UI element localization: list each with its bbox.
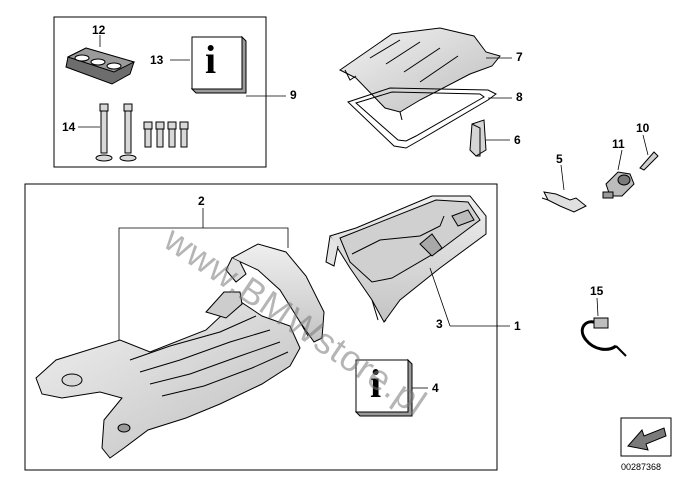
info-glyph-13: i bbox=[205, 37, 217, 82]
callout-6: 6 bbox=[514, 133, 521, 147]
callout-9: 9 bbox=[290, 88, 297, 102]
seat-cover-part bbox=[339, 27, 501, 121]
callout-5: 5 bbox=[556, 152, 563, 166]
kit-group-box bbox=[53, 16, 267, 168]
callout-11: 11 bbox=[612, 137, 625, 151]
callout-8: 8 bbox=[516, 90, 523, 104]
callout-4: 4 bbox=[432, 381, 439, 395]
callout-15: 15 bbox=[590, 284, 604, 298]
info-glyph-4: i bbox=[370, 361, 382, 406]
document-stamp bbox=[620, 417, 672, 457]
lock-cylinder-part bbox=[602, 171, 635, 199]
bracket-part bbox=[469, 119, 487, 157]
clip-part bbox=[541, 191, 587, 213]
callout-3: 3 bbox=[436, 317, 443, 331]
callout-14: 14 bbox=[62, 120, 76, 134]
bolts-screws-part bbox=[95, 103, 189, 162]
info-box-4 bbox=[354, 358, 413, 417]
seat-shell-part bbox=[35, 291, 301, 459]
rubber-block-part bbox=[65, 47, 136, 85]
callout-10: 10 bbox=[636, 121, 650, 135]
callout-13: 13 bbox=[150, 53, 164, 67]
callout-2: 2 bbox=[198, 194, 205, 208]
gasket-part bbox=[347, 87, 497, 149]
document-number: 00287368 bbox=[621, 462, 662, 472]
info-box-13 bbox=[190, 35, 247, 94]
pin-part bbox=[639, 151, 659, 171]
cable-harness-part bbox=[580, 317, 627, 357]
callout-1: 1 bbox=[514, 319, 521, 333]
seat-group-box bbox=[24, 183, 498, 471]
callout-12: 12 bbox=[92, 23, 106, 37]
backrest-part bbox=[225, 243, 325, 343]
leader-lines bbox=[78, 35, 649, 389]
storage-tray-part bbox=[325, 195, 487, 323]
callout-7: 7 bbox=[516, 50, 523, 64]
